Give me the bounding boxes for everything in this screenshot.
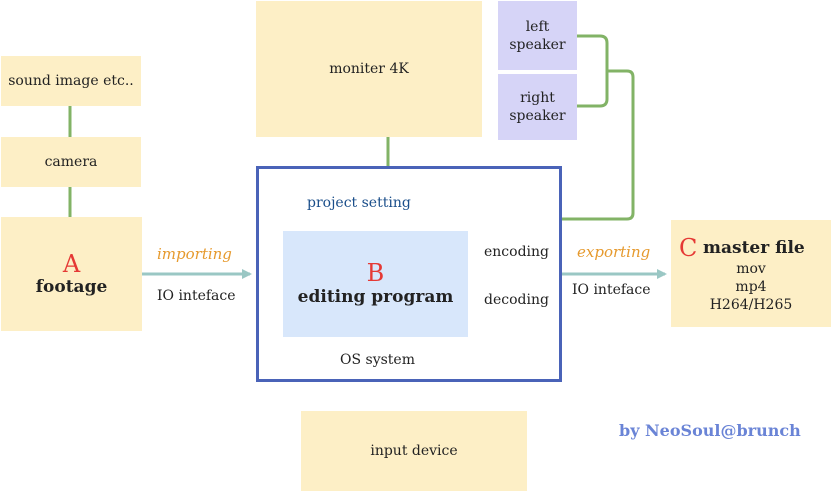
master-format-mov: mov: [736, 261, 766, 277]
input-device-label: input device: [370, 443, 458, 459]
credit-text: by NeoSoul@brunch: [619, 421, 801, 440]
decoding-label: decoding: [484, 292, 549, 308]
master-label: master file: [703, 238, 805, 258]
right-speaker-line2: speaker: [509, 108, 566, 124]
export-io-label: IO inteface: [572, 282, 651, 298]
import-io-label: IO inteface: [157, 288, 236, 304]
footage-letter: A: [62, 250, 81, 278]
master-format-codec: H264/H265: [709, 297, 793, 313]
right-speaker-node: right speaker: [498, 74, 577, 140]
connector-speakers: [577, 34, 609, 108]
left-speaker-line2: speaker: [509, 36, 566, 53]
exporting-label: exporting: [577, 243, 651, 261]
monitor-node: moniter 4K: [256, 1, 482, 137]
camera-node: camera: [1, 137, 141, 187]
footage-node: A footage: [1, 217, 142, 331]
importing-label: importing: [157, 245, 232, 263]
editing-program-node: B editing program: [283, 231, 468, 337]
editing-letter: B: [366, 259, 385, 287]
editing-label: editing program: [297, 287, 454, 307]
os-system-label: OS system: [340, 352, 415, 368]
right-speaker-line1: right: [520, 90, 555, 106]
footage-label: footage: [35, 277, 108, 297]
input-device-node: input device: [301, 411, 527, 491]
sound-image-label: sound image etc..: [8, 73, 134, 89]
master-format-mp4: mp4: [735, 279, 767, 295]
encoding-label: encoding: [484, 244, 549, 260]
camera-label: camera: [44, 154, 98, 170]
left-speaker-node: left speaker: [498, 1, 577, 70]
connector-speakers-os: [562, 69, 635, 221]
sound-image-node: sound image etc..: [1, 56, 141, 106]
monitor-label: moniter 4K: [329, 61, 409, 77]
master-file-node: C master file mov mp4 H264/H265: [671, 220, 831, 327]
left-speaker-line1: left: [525, 18, 550, 35]
master-letter: C: [679, 234, 698, 262]
project-setting-label: project setting: [307, 195, 411, 211]
